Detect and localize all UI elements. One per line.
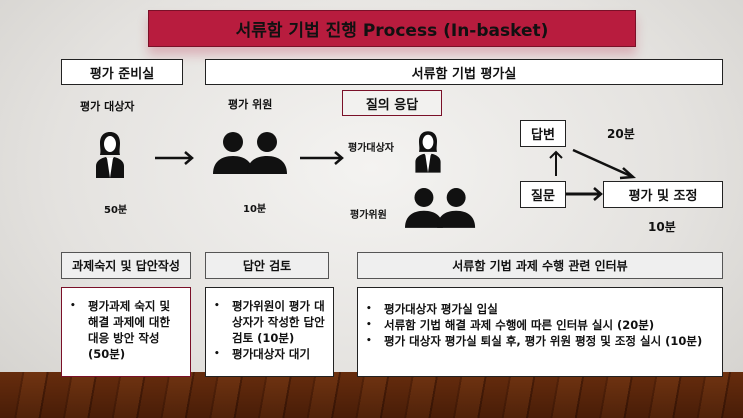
candidate-label: 평가 대상자 <box>80 100 135 113</box>
stage-content: 평가대상자 평가실 입실서류함 기법 해결 과제 수행에 따른 인터뷰 실시 (… <box>357 287 723 377</box>
wood-floor-background <box>0 372 743 418</box>
qa-box: 질의 응답 <box>342 90 442 116</box>
evaluation-box: 평가 및 조정 <box>603 181 723 208</box>
answer-time: 20분 <box>607 127 635 141</box>
page-title: 서류함 기법 진행 Process (In-basket) <box>148 10 636 47</box>
qa-assessors-label: 평가위원 <box>350 210 387 221</box>
stage-content: 평가과제 숙지 및 해결 과제에 대한 대응 방안 작성 (50분) <box>61 287 191 377</box>
arrow-right-icon <box>155 151 194 165</box>
arrow-up-icon <box>549 150 563 176</box>
evaluation-time: 10분 <box>648 220 676 234</box>
stage-title: 서류함 기법 과제 수행 관련 인터뷰 <box>357 252 723 279</box>
two-people-icon <box>405 188 476 228</box>
prep-room-header: 평가 준비실 <box>61 59 183 85</box>
person-icon <box>415 131 441 173</box>
answer-box: 답변 <box>520 120 566 147</box>
qa-candidate-label: 평가대상자 <box>348 143 394 154</box>
assessors-label: 평가 위원 <box>228 98 273 111</box>
arrow-right-icon <box>566 187 603 201</box>
list-item: 평가과제 숙지 및 해결 과제에 대한 대응 방안 작성 (50분) <box>70 298 182 362</box>
list-item: 평가 대상자 평가실 퇴실 후, 평가 위원 평정 및 조정 실시 (10분) <box>366 333 714 349</box>
list-item: 평가대상자 대기 <box>214 346 325 362</box>
stage-title: 과제숙지 및 답안작성 <box>61 252 191 279</box>
arrow-diagonal-icon <box>572 148 637 180</box>
list-item: 평가대상자 평가실 입실 <box>366 301 714 317</box>
list-item: 평가위원이 평가 대상자가 작성한 답안 검토 (10분) <box>214 298 325 346</box>
arrow-right-icon <box>300 151 344 165</box>
question-box: 질문 <box>520 181 566 208</box>
person-icon <box>96 132 124 178</box>
list-item: 서류함 기법 해결 과제 수행에 따른 인터뷰 실시 (20분) <box>366 317 714 333</box>
eval-room-header: 서류함 기법 평가실 <box>205 59 723 85</box>
assessors-time: 10분 <box>243 204 267 215</box>
stage-title: 답안 검토 <box>205 252 329 279</box>
stage-content: 평가위원이 평가 대상자가 작성한 답안 검토 (10분)평가대상자 대기 <box>205 287 334 377</box>
candidate-time: 50분 <box>104 205 128 216</box>
two-people-icon <box>213 132 287 174</box>
